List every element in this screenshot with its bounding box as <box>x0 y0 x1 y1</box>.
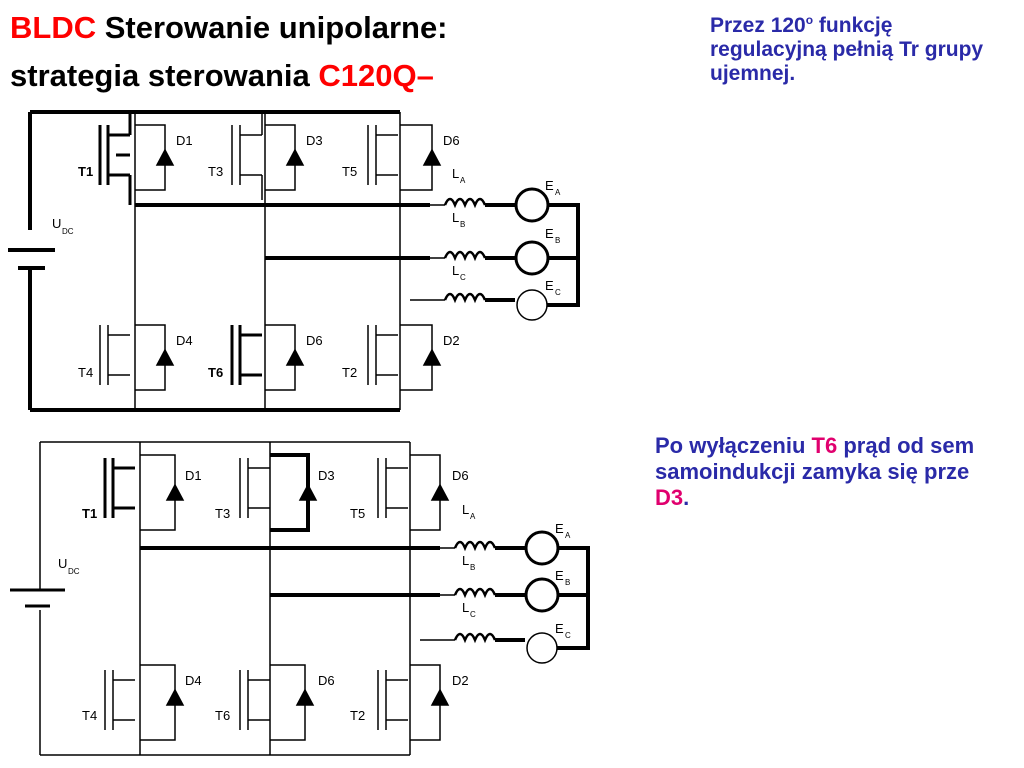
label-EC-sub: C <box>555 288 561 297</box>
note-top-text-a: Przez 120 <box>710 14 806 37</box>
label-T3-b: T3 <box>215 506 230 521</box>
label-D4-b: D4 <box>185 673 202 688</box>
title-bldc: BLDC <box>10 10 97 45</box>
label-D3: D3 <box>306 133 323 148</box>
label-LC-sub: C <box>460 273 466 282</box>
label-LC-b: L <box>462 600 469 615</box>
label-T1: T1 <box>78 164 93 179</box>
title-mode: C120Q– <box>318 58 434 93</box>
labels-bottom: U DC T1 T3 T5 T4 T6 T2 D1 D3 D6 D4 D6 D2… <box>58 468 571 723</box>
diode-D3-symbol <box>298 483 318 501</box>
label-EA-b-sub: A <box>565 531 571 540</box>
transistor-T1 <box>98 112 132 205</box>
label-D3-b: D3 <box>318 468 335 483</box>
label-D4: D4 <box>176 333 193 348</box>
label-EB-sub: B <box>555 236 560 245</box>
note-bottom-d3: D3 <box>655 485 684 510</box>
labels-top: U DC T1 T3 T5 T4 T6 T2 D1 D3 D6 D4 D6 D2… <box>52 133 561 380</box>
note-bottom-text-a: Po wyłączeniu <box>655 433 806 458</box>
udc-sub: DC <box>62 227 74 236</box>
label-LA-sub: A <box>460 176 466 185</box>
label-T3: T3 <box>208 164 223 179</box>
label-LB-sub: B <box>460 220 465 229</box>
note-top: Przez 120o funkcję regulacyjną pełnią Tr… <box>710 8 1010 86</box>
note-bottom-end: . <box>683 485 690 510</box>
label-LA: L <box>452 166 459 181</box>
label-LB-b-sub: B <box>470 563 475 572</box>
label-EA: E <box>545 178 554 193</box>
transistor-T2-b <box>377 670 408 730</box>
transistor-T5 <box>367 125 398 185</box>
note-top-sup: o <box>805 13 814 27</box>
transistor-T6-b <box>239 670 270 730</box>
transistor-T4-b <box>104 670 135 730</box>
note-bottom-t6: T6 <box>811 433 838 458</box>
label-T5: T5 <box>342 164 357 179</box>
label-EB: E <box>545 226 554 241</box>
label-T4-b: T4 <box>82 708 97 723</box>
transistor-T3 <box>231 112 263 200</box>
label-EA-sub: A <box>555 188 561 197</box>
label-D1-b: D1 <box>185 468 202 483</box>
circuit-bottom <box>10 441 590 756</box>
diode-D3-path <box>270 453 310 532</box>
label-LA-b: L <box>462 502 469 517</box>
label-EA-b: E <box>555 521 564 536</box>
udc-label-b: U <box>58 556 67 571</box>
label-LC: L <box>452 263 459 278</box>
label-D6-b: D6 <box>452 468 469 483</box>
transistor-T1-b <box>103 458 135 518</box>
label-T2: T2 <box>342 365 357 380</box>
note-bottom: Po wyłączeniu T6 prąd od sem samoindukcj… <box>655 433 995 511</box>
label-LC-b-sub: C <box>470 610 476 619</box>
label-LB: L <box>452 210 459 225</box>
label-LB-b: L <box>462 553 469 568</box>
note-bottom-text-b: prąd od sem samoindukcji zamyka się prze <box>655 433 975 484</box>
label-LA-b-sub: A <box>470 512 476 521</box>
label-T6: T6 <box>208 365 223 380</box>
label-T2-b: T2 <box>350 708 365 723</box>
udc-sub-b: DC <box>68 567 80 576</box>
label-D2: D2 <box>443 333 460 348</box>
udc-label: U <box>52 216 61 231</box>
transistor-T3-b <box>239 458 270 518</box>
circuit-top <box>8 110 580 412</box>
label-D6b: D6 <box>306 333 323 348</box>
label-D2-b: D2 <box>452 673 469 688</box>
diode-column <box>135 124 442 391</box>
title-main: Sterowanie unipolarne: <box>104 10 448 45</box>
label-T1-b: T1 <box>82 506 97 521</box>
label-EB-b-sub: B <box>565 578 570 587</box>
transistor-T5-b <box>377 458 408 518</box>
title-strategy: strategia sterowania <box>10 58 310 93</box>
label-EC-b-sub: C <box>565 631 571 640</box>
label-D6: D6 <box>443 133 460 148</box>
label-EB-b: E <box>555 568 564 583</box>
transistor-T2 <box>367 325 398 385</box>
transistor-T6 <box>230 325 262 385</box>
note-top-text-b: funkcję regulacyjną pełnią Tr grupy ujem… <box>710 14 984 85</box>
label-EC: E <box>545 278 554 293</box>
transistor-T4 <box>99 325 130 385</box>
label-T4: T4 <box>78 365 93 380</box>
slide-title: BLDC Sterowanie unipolarne: strategia st… <box>10 4 610 100</box>
label-EC-b: E <box>555 621 564 636</box>
label-T5-b: T5 <box>350 506 365 521</box>
label-D1: D1 <box>176 133 193 148</box>
label-D6b-b: D6 <box>318 673 335 688</box>
label-T6-b: T6 <box>215 708 230 723</box>
